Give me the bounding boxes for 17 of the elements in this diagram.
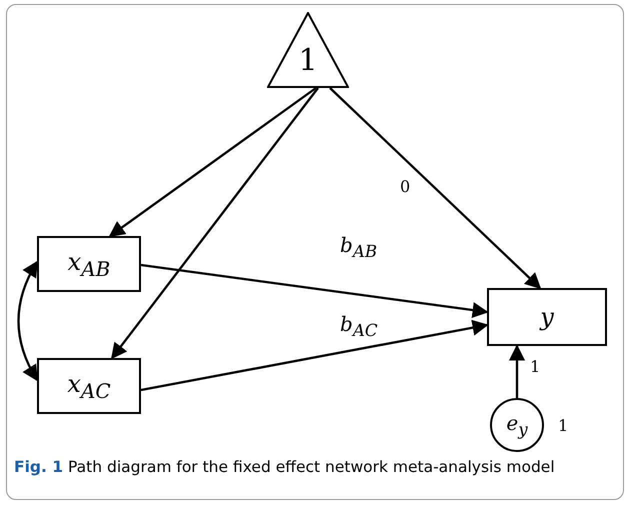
arrow — [508, 344, 526, 398]
variable-label: x$_{AB}$ — [68, 248, 110, 280]
arrow — [329, 87, 542, 290]
arrow — [111, 87, 319, 360]
variable-label: y — [540, 303, 554, 331]
constant-label: 1 — [298, 42, 318, 78]
figure-caption: Fig. 1 Path diagram for the fixed effect network meta-analysis model — [14, 458, 555, 476]
variable-label: e$_{y}$ — [506, 411, 528, 439]
variable-box — [37, 236, 141, 292]
constant-triangle — [267, 12, 349, 88]
variable-box — [487, 288, 607, 346]
arrow — [140, 320, 489, 392]
arrow — [108, 87, 317, 237]
variable-box — [37, 358, 141, 414]
variable-label: x$_{AC}$ — [67, 370, 111, 402]
error-circle — [490, 398, 544, 452]
arrow — [17, 260, 38, 382]
